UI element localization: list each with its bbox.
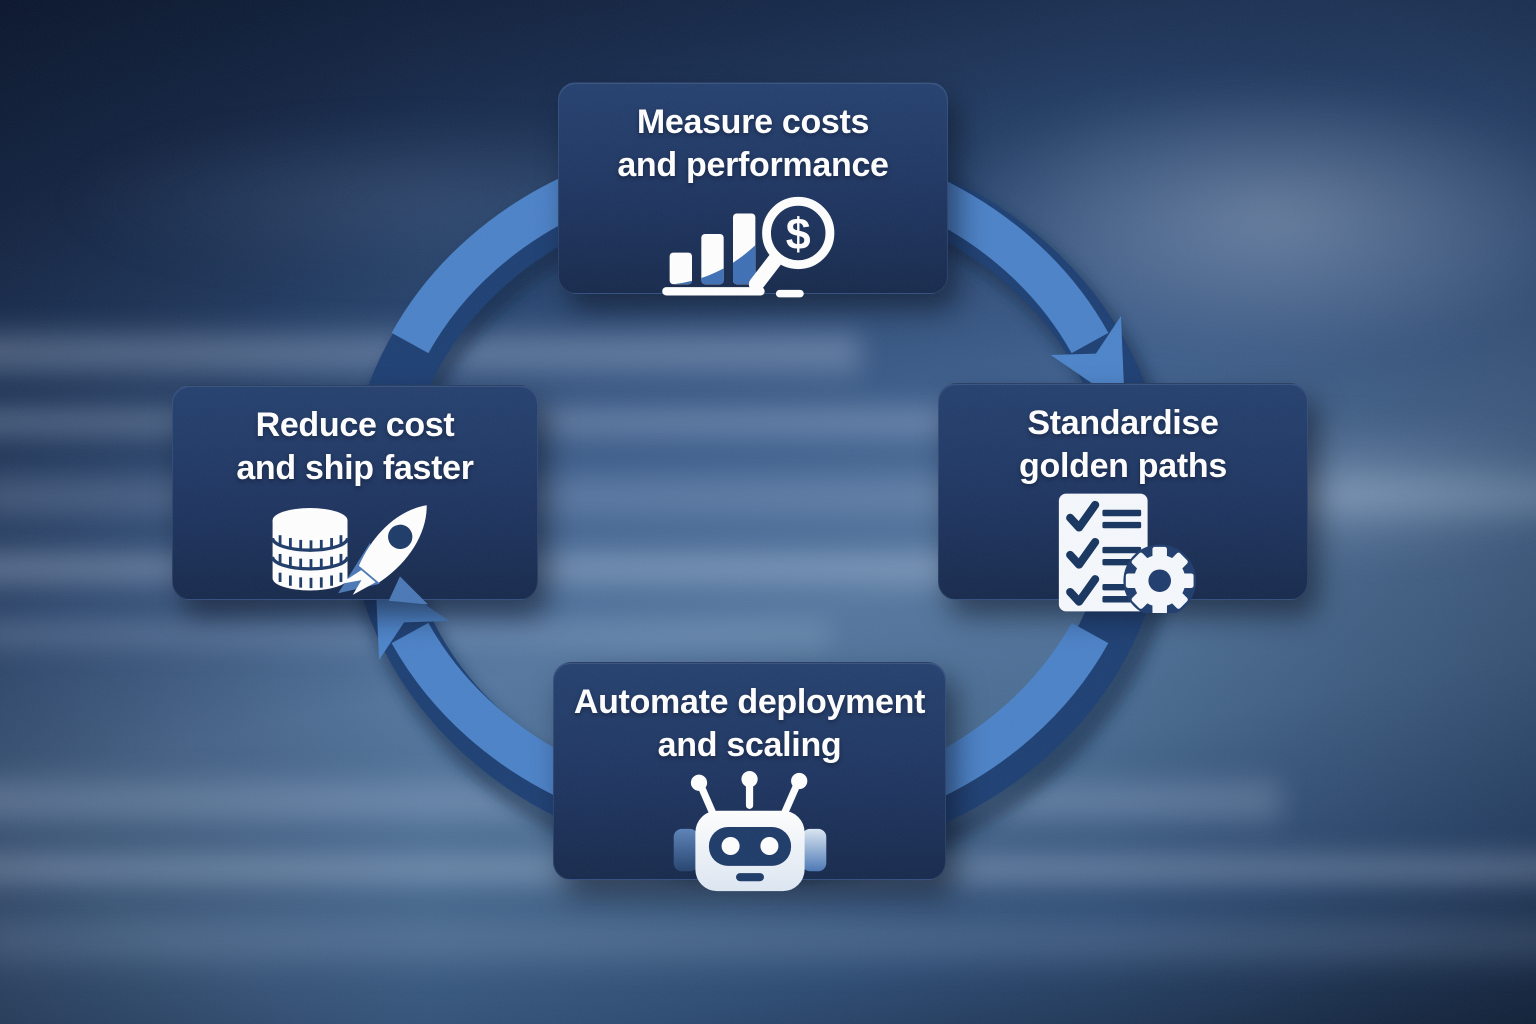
node-label: Automate deployment and scaling xyxy=(573,681,926,767)
node-label-line: and scaling xyxy=(657,726,842,765)
node-standardise: Standardise golden paths xyxy=(938,383,1308,618)
robot-icon xyxy=(671,771,829,893)
node-reduce-cost: Reduce cost and ship faster xyxy=(172,385,538,605)
node-label-line: Standardise xyxy=(1027,404,1219,442)
node-automate: Automate deployment and scaling xyxy=(553,662,946,892)
node-label-line: Measure costs xyxy=(636,103,870,141)
node-label-line: Reduce cost xyxy=(255,406,455,444)
bar-chart-dollar-magnifier-icon: $ xyxy=(651,191,856,303)
node-label-line: and performance xyxy=(617,146,889,185)
database-rocket-icon xyxy=(261,494,449,612)
node-label: Measure costs and performance xyxy=(617,101,889,187)
node-label: Standardise golden paths xyxy=(1019,402,1227,488)
node-label-line: and ship faster xyxy=(236,449,474,488)
checklist-gear-icon xyxy=(1044,492,1202,618)
node-label-line: golden paths xyxy=(1019,447,1227,486)
node-measure-costs: Measure costs and performance $ xyxy=(558,82,948,298)
node-label-line: Automate deployment xyxy=(573,683,926,721)
svg-text:$: $ xyxy=(785,210,810,259)
node-label: Reduce cost and ship faster xyxy=(236,404,474,490)
